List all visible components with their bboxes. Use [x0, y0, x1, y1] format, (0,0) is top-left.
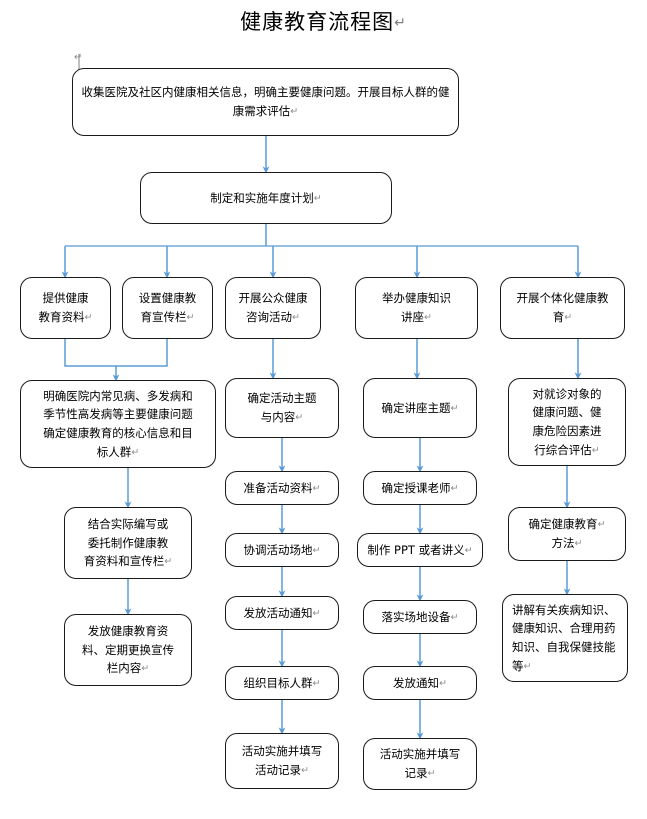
flow-node-b1[interactable]: 提供健康教育资料↵ [20, 277, 111, 339]
flow-node-label: 设置健康教育宣传栏↵ [138, 291, 197, 324]
flow-node-label: 活动实施并填写活动记录↵ [241, 744, 323, 777]
flow-node-c5c[interactable]: 讲解有关疾病知识、健康知识、合理用药知识、自我保健技能等↵ [502, 594, 628, 682]
pilcrow-icon: ↵ [312, 607, 321, 619]
pilcrow-icon: ↵ [131, 446, 140, 458]
pilcrow-icon: ↵ [574, 538, 583, 549]
flow-node-b2[interactable]: 设置健康教育宣传栏↵ [122, 277, 213, 339]
flow-node-label: 活动实施并填写记录↵ [379, 747, 461, 780]
flow-node-l1[interactable]: 明确医院内常见病、多发病和季节性高发病等主要健康问题确定健康教育的核心信息和目标… [20, 380, 216, 468]
pilcrow-icon: ↵ [450, 611, 459, 623]
flow-node-label: 提供健康教育资料↵ [38, 291, 93, 324]
flow-node-b3[interactable]: 开展公众健康咨询活动↵ [225, 277, 321, 339]
pilcrow-icon: ↵ [141, 663, 150, 675]
flow-node-label: 开展公众健康咨询活动↵ [238, 291, 308, 324]
flow-node-label: 举办健康知识讲座↵ [382, 291, 451, 324]
flow-node-l3[interactable]: 发放健康教育资料、定期更换宣传栏内容↵ [64, 614, 192, 686]
pilcrow-icon: ↵ [564, 312, 573, 323]
pilcrow-icon: ↵ [427, 768, 436, 779]
flow-node-c4e[interactable]: 发放通知↵ [363, 666, 477, 700]
flow-node-label: 发放活动通知↵ [243, 605, 321, 620]
flow-node-l2[interactable]: 结合实际编写或委托制作健康教育资料和宣传栏↵ [64, 507, 192, 579]
flow-node-c4f[interactable]: 活动实施并填写记录↵ [363, 738, 477, 790]
pilcrow-icon: ↵ [295, 412, 304, 423]
flow-node-label: 明确医院内常见病、多发病和季节性高发病等主要健康问题确定健康教育的核心信息和目标… [43, 388, 193, 459]
pilcrow-icon: ↵ [424, 312, 432, 323]
pilcrow-icon: ↵ [186, 312, 195, 323]
pilcrow-icon: ↵ [450, 402, 459, 414]
pilcrow-icon: ↵ [290, 106, 299, 117]
flow-node-label: 制定和实施年度计划↵ [210, 190, 322, 205]
flow-node-label: 制作 PPT 或者讲义↵ [367, 542, 473, 557]
flow-node-label: 确定授课老师↵ [381, 480, 459, 495]
flow-node-c5a[interactable]: 对就诊对象的健康问题、健康危险因素进行综合评估↵ [508, 378, 626, 466]
flow-node-n1[interactable]: 收集医院及社区内健康相关信息，明确主要健康问题。开展目标人群的健康需求评估↵ [72, 68, 459, 136]
flow-node-c3a[interactable]: 确定活动主题与内容↵ [225, 378, 339, 438]
entry-pilcrow-icon: ↵ [74, 52, 83, 63]
pilcrow-icon: ↵ [523, 660, 532, 672]
page-title-text: 健康教育流程图 [240, 10, 395, 34]
flow-node-c4d[interactable]: 落实场地设备↵ [363, 600, 477, 634]
page-title: 健康教育流程图↵ [0, 6, 647, 36]
flow-node-c4b[interactable]: 确定授课老师↵ [363, 471, 477, 505]
flow-node-label: 确定讲座主题↵ [381, 400, 459, 415]
pilcrow-icon: ↵ [301, 765, 309, 776]
flow-node-label: 协调活动场地↵ [243, 542, 321, 557]
pilcrow-icon: ↵ [464, 544, 473, 556]
flow-node-c5b[interactable]: 确定健康教育↵方法↵ [508, 507, 626, 561]
flow-node-b5[interactable]: 开展个体化健康教育↵ [500, 277, 625, 339]
flow-node-n2[interactable]: 制定和实施年度计划↵ [140, 172, 392, 224]
flow-node-label: 组织目标人群↵ [243, 675, 321, 690]
flow-node-label: 确定活动主题与内容↵ [247, 391, 317, 424]
pilcrow-icon: ↵ [313, 192, 322, 204]
flow-node-b4[interactable]: 举办健康知识讲座↵ [355, 277, 478, 339]
flow-node-c4a[interactable]: 确定讲座主题↵ [363, 378, 477, 438]
flow-node-label: 对就诊对象的健康问题、健康危险因素进行综合评估↵ [532, 386, 602, 457]
pilcrow-icon: ↵ [450, 482, 459, 494]
flow-node-label: 收集医院及社区内健康相关信息，明确主要健康问题。开展目标人群的健康需求评估↵ [81, 85, 450, 118]
flow-node-c3b[interactable]: 准备活动资料↵ [225, 471, 339, 505]
flow-node-label: 结合实际编写或委托制作健康教育资料和宣传栏↵ [83, 517, 173, 569]
flow-node-label: 发放通知↵ [393, 675, 447, 690]
flow-node-label: 落实场地设备↵ [381, 609, 459, 624]
flow-node-label: 开展个体化健康教育↵ [516, 291, 609, 324]
flow-node-c4c[interactable]: 制作 PPT 或者讲义↵ [357, 533, 483, 567]
flow-node-label: 讲解有关疾病知识、健康知识、合理用药知识、自我保健技能等↵ [512, 602, 616, 673]
pilcrow-icon: ↵ [439, 677, 447, 689]
pilcrow-icon: ↵ [312, 482, 321, 494]
pilcrow-icon: ↵ [292, 312, 300, 323]
flow-node-c3f[interactable]: 活动实施并填写活动记录↵ [225, 733, 339, 789]
pilcrow-icon: ↵ [312, 677, 321, 689]
pilcrow-icon: ↵ [312, 544, 321, 556]
pilcrow-icon: ↵ [394, 15, 407, 31]
pilcrow-icon: ↵ [591, 444, 600, 456]
flow-node-label: 确定健康教育↵方法↵ [528, 517, 606, 550]
flow-node-label: 发放健康教育资料、定期更换宣传栏内容↵ [82, 624, 174, 676]
flow-node-label: 准备活动资料↵ [243, 480, 321, 495]
flow-node-c3e[interactable]: 组织目标人群↵ [225, 666, 339, 700]
flow-node-c3d[interactable]: 发放活动通知↵ [225, 596, 339, 630]
pilcrow-icon: ↵ [84, 312, 93, 323]
pilcrow-icon: ↵ [164, 556, 173, 568]
pilcrow-icon: ↵ [597, 519, 606, 531]
flow-node-c3c[interactable]: 协调活动场地↵ [225, 533, 339, 567]
